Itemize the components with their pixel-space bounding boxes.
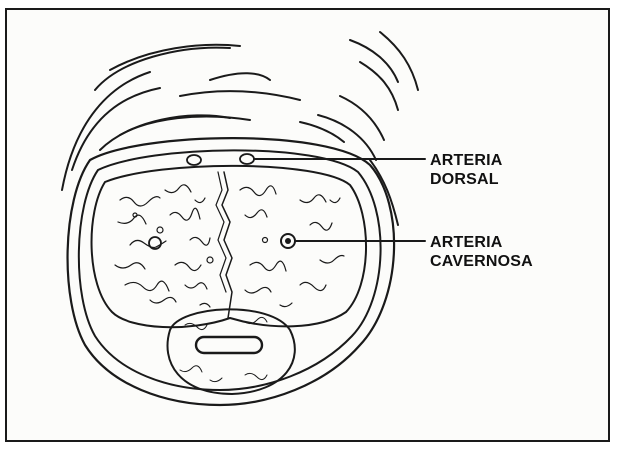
- septum: [222, 172, 232, 318]
- cavernous-artery-center: [285, 238, 291, 244]
- septum-secondary: [216, 172, 226, 292]
- label-dorsal-line2: DORSAL: [430, 170, 503, 189]
- urethra: [196, 337, 262, 353]
- label-arteria-cavernosa: ARTERIA CAVERNOSA: [430, 233, 533, 271]
- label-arteria-dorsal: ARTERIA DORSAL: [430, 151, 503, 189]
- skin-folds: [62, 32, 418, 225]
- label-dorsal-line1: ARTERIA: [430, 151, 503, 170]
- dorsal-vein: [187, 155, 201, 165]
- corpus-spongiosum: [168, 309, 295, 394]
- dorsal-artery: [240, 154, 254, 164]
- tunica-albuginea: [92, 166, 367, 327]
- label-cavernosa-line2: CAVERNOSA: [430, 252, 533, 271]
- label-cavernosa-line1: ARTERIA: [430, 233, 533, 252]
